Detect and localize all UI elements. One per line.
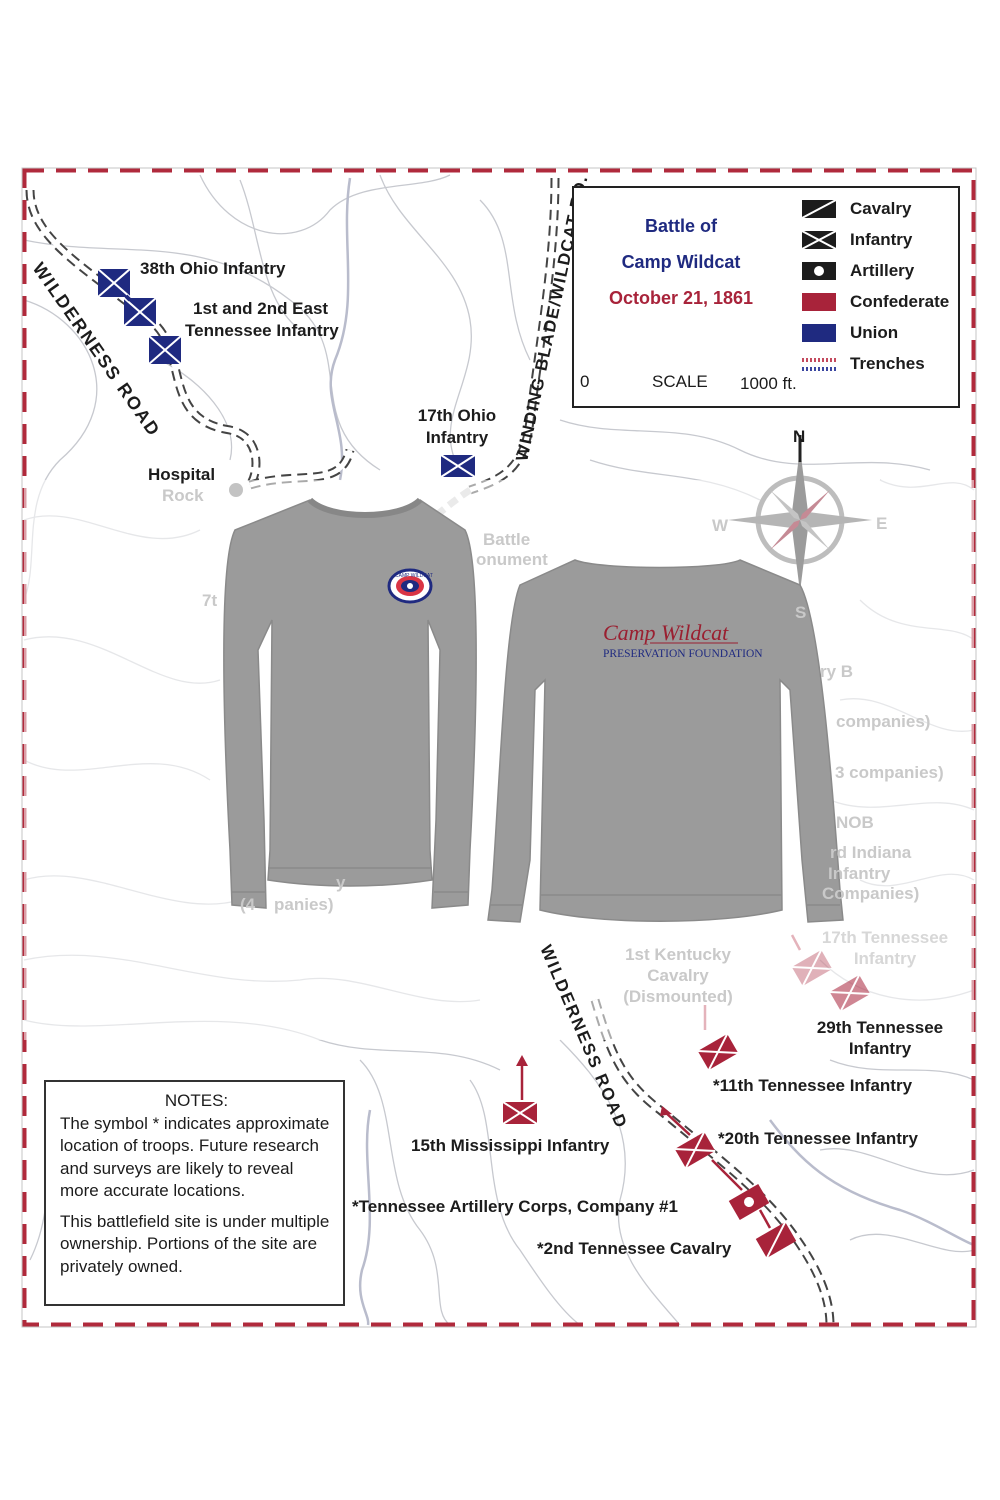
legend-label: Infantry: [850, 230, 913, 249]
label-monument: onument: [476, 550, 548, 569]
cavalry-icon: [802, 199, 836, 219]
trenches-icon: [802, 354, 836, 374]
hospital-rock-marker: [229, 483, 243, 497]
label-indiana-line1: rd Indiana: [830, 843, 912, 862]
streams: [329, 177, 975, 1326]
union-infantry-symbol: [123, 297, 157, 327]
label-seventh: 7t: [202, 591, 218, 610]
label-rock: Rock: [162, 486, 204, 505]
label-17th-ohio-line1: 17th Ohio: [417, 406, 497, 425]
legend-item-artillery: Artillery: [802, 259, 914, 283]
confederate-infantry-symbol: [697, 1033, 739, 1071]
sweatshirt-front: [223, 497, 477, 909]
compass-s: S: [795, 603, 807, 622]
legend-title-line2: Camp Wildcat: [621, 252, 741, 272]
legend-label: Confederate: [850, 292, 950, 311]
back-logo-subtitle: PRESERVATION FOUNDATION: [603, 648, 763, 660]
map-legend: Battle of Camp Wildcat October 21, 1861 …: [572, 186, 960, 408]
legend-item-union: Union: [802, 321, 898, 345]
label-17th-ohio-line2: Infantry: [425, 428, 489, 447]
front-logo-text: CAMP WILDCAT: [395, 573, 433, 579]
confederate-infantry-symbol: [674, 1131, 716, 1169]
union-units: [97, 268, 476, 478]
label-battle: Battle: [483, 530, 531, 549]
notes-paragraph-2: This battlefield site is under multiple …: [60, 1211, 330, 1276]
infantry-icon: [802, 230, 836, 250]
union-infantry-symbol: [148, 335, 182, 365]
legend-label: Cavalry: [850, 199, 912, 218]
legend-item-infantry: Infantry: [802, 228, 912, 252]
notes-heading: NOTES:: [164, 1091, 229, 1110]
label-2nd-tn-cavalry: *2nd Tennessee Cavalry: [537, 1239, 732, 1258]
scale-label: SCALE: [652, 372, 708, 391]
notes-box: NOTES: The symbol * indicates approximat…: [44, 1080, 345, 1306]
label-left-unit-line1: y: [336, 873, 346, 892]
label-38th-ohio: 38th Ohio Infantry: [140, 259, 286, 278]
compass-e: E: [876, 514, 888, 533]
label-kentucky-line2: Cavalry: [647, 966, 709, 985]
union-infantry-symbol: [97, 268, 131, 298]
label-indiana-line3: Companies): [822, 884, 920, 903]
scale-start: 0: [580, 372, 590, 391]
label-15th-ms: 15th Mississippi Infantry: [411, 1136, 610, 1155]
label-companies-a: companies): [836, 712, 931, 731]
compass-rose: [728, 435, 872, 592]
label-companies-b: 3 companies): [835, 763, 944, 782]
label-tn-artillery: *Tennessee Artillery Corps, Company #1: [352, 1197, 678, 1216]
label-11th-tn: *11th Tennessee Infantry: [713, 1076, 913, 1095]
label-kentucky-line3: (Dismounted): [623, 987, 733, 1006]
label-indiana-line2: Infantry: [828, 864, 891, 883]
back-logo-script: Camp Wildcat: [603, 620, 729, 645]
union-infantry-symbol: [440, 454, 476, 478]
label-kentucky-line1: 1st Kentucky: [625, 945, 731, 964]
notes-paragraph-1: The symbol * indicates approximate locat…: [60, 1113, 330, 1201]
label-17th-tn-line2: Infantry: [853, 949, 917, 968]
confederate-units: [502, 934, 871, 1259]
legend-item-trenches: Trenches: [802, 352, 925, 376]
label-east-tn-line2: Tennessee Infantry: [185, 321, 339, 340]
label-17th-tn-line1: 17th Tennessee: [821, 928, 949, 947]
artillery-icon: [802, 261, 836, 281]
legend-label: Trenches: [850, 354, 925, 373]
label-29th-tn-line1: 29th Tennessee: [816, 1018, 944, 1037]
confederate-artillery-symbol: [728, 1183, 770, 1221]
label-knob: NOB: [836, 813, 874, 832]
compass-n: N: [793, 427, 806, 446]
label-battery-b: ry B: [820, 662, 854, 681]
legend-item-cavalry: Cavalry: [802, 197, 911, 221]
legend-item-confederate: Confederate: [802, 290, 949, 314]
legend-date: October 21, 1861: [608, 288, 754, 308]
confederate-cavalry-symbol: [755, 1221, 797, 1259]
legend-title-line1: Battle of: [645, 216, 717, 236]
sweatshirt-back: [487, 559, 844, 923]
union-swatch: [802, 323, 836, 343]
confederate-infantry-symbol: [502, 1101, 538, 1125]
label-hospital: Hospital: [148, 465, 216, 484]
label-east-tn-line1: 1st and 2nd East: [193, 299, 329, 318]
label-20th-tn: *20th Tennessee Infantry: [718, 1129, 918, 1148]
label-29th-tn-line2: Infantry: [848, 1039, 912, 1058]
legend-label: Union: [850, 323, 899, 342]
compass-w: W: [712, 516, 729, 535]
scale-end: 1000 ft.: [740, 374, 797, 393]
legend-label: Artillery: [850, 261, 915, 280]
front-logo-badge: [387, 568, 433, 604]
label-left-unit-line2: (4 panies): [240, 895, 334, 914]
confederate-swatch: [802, 292, 836, 312]
